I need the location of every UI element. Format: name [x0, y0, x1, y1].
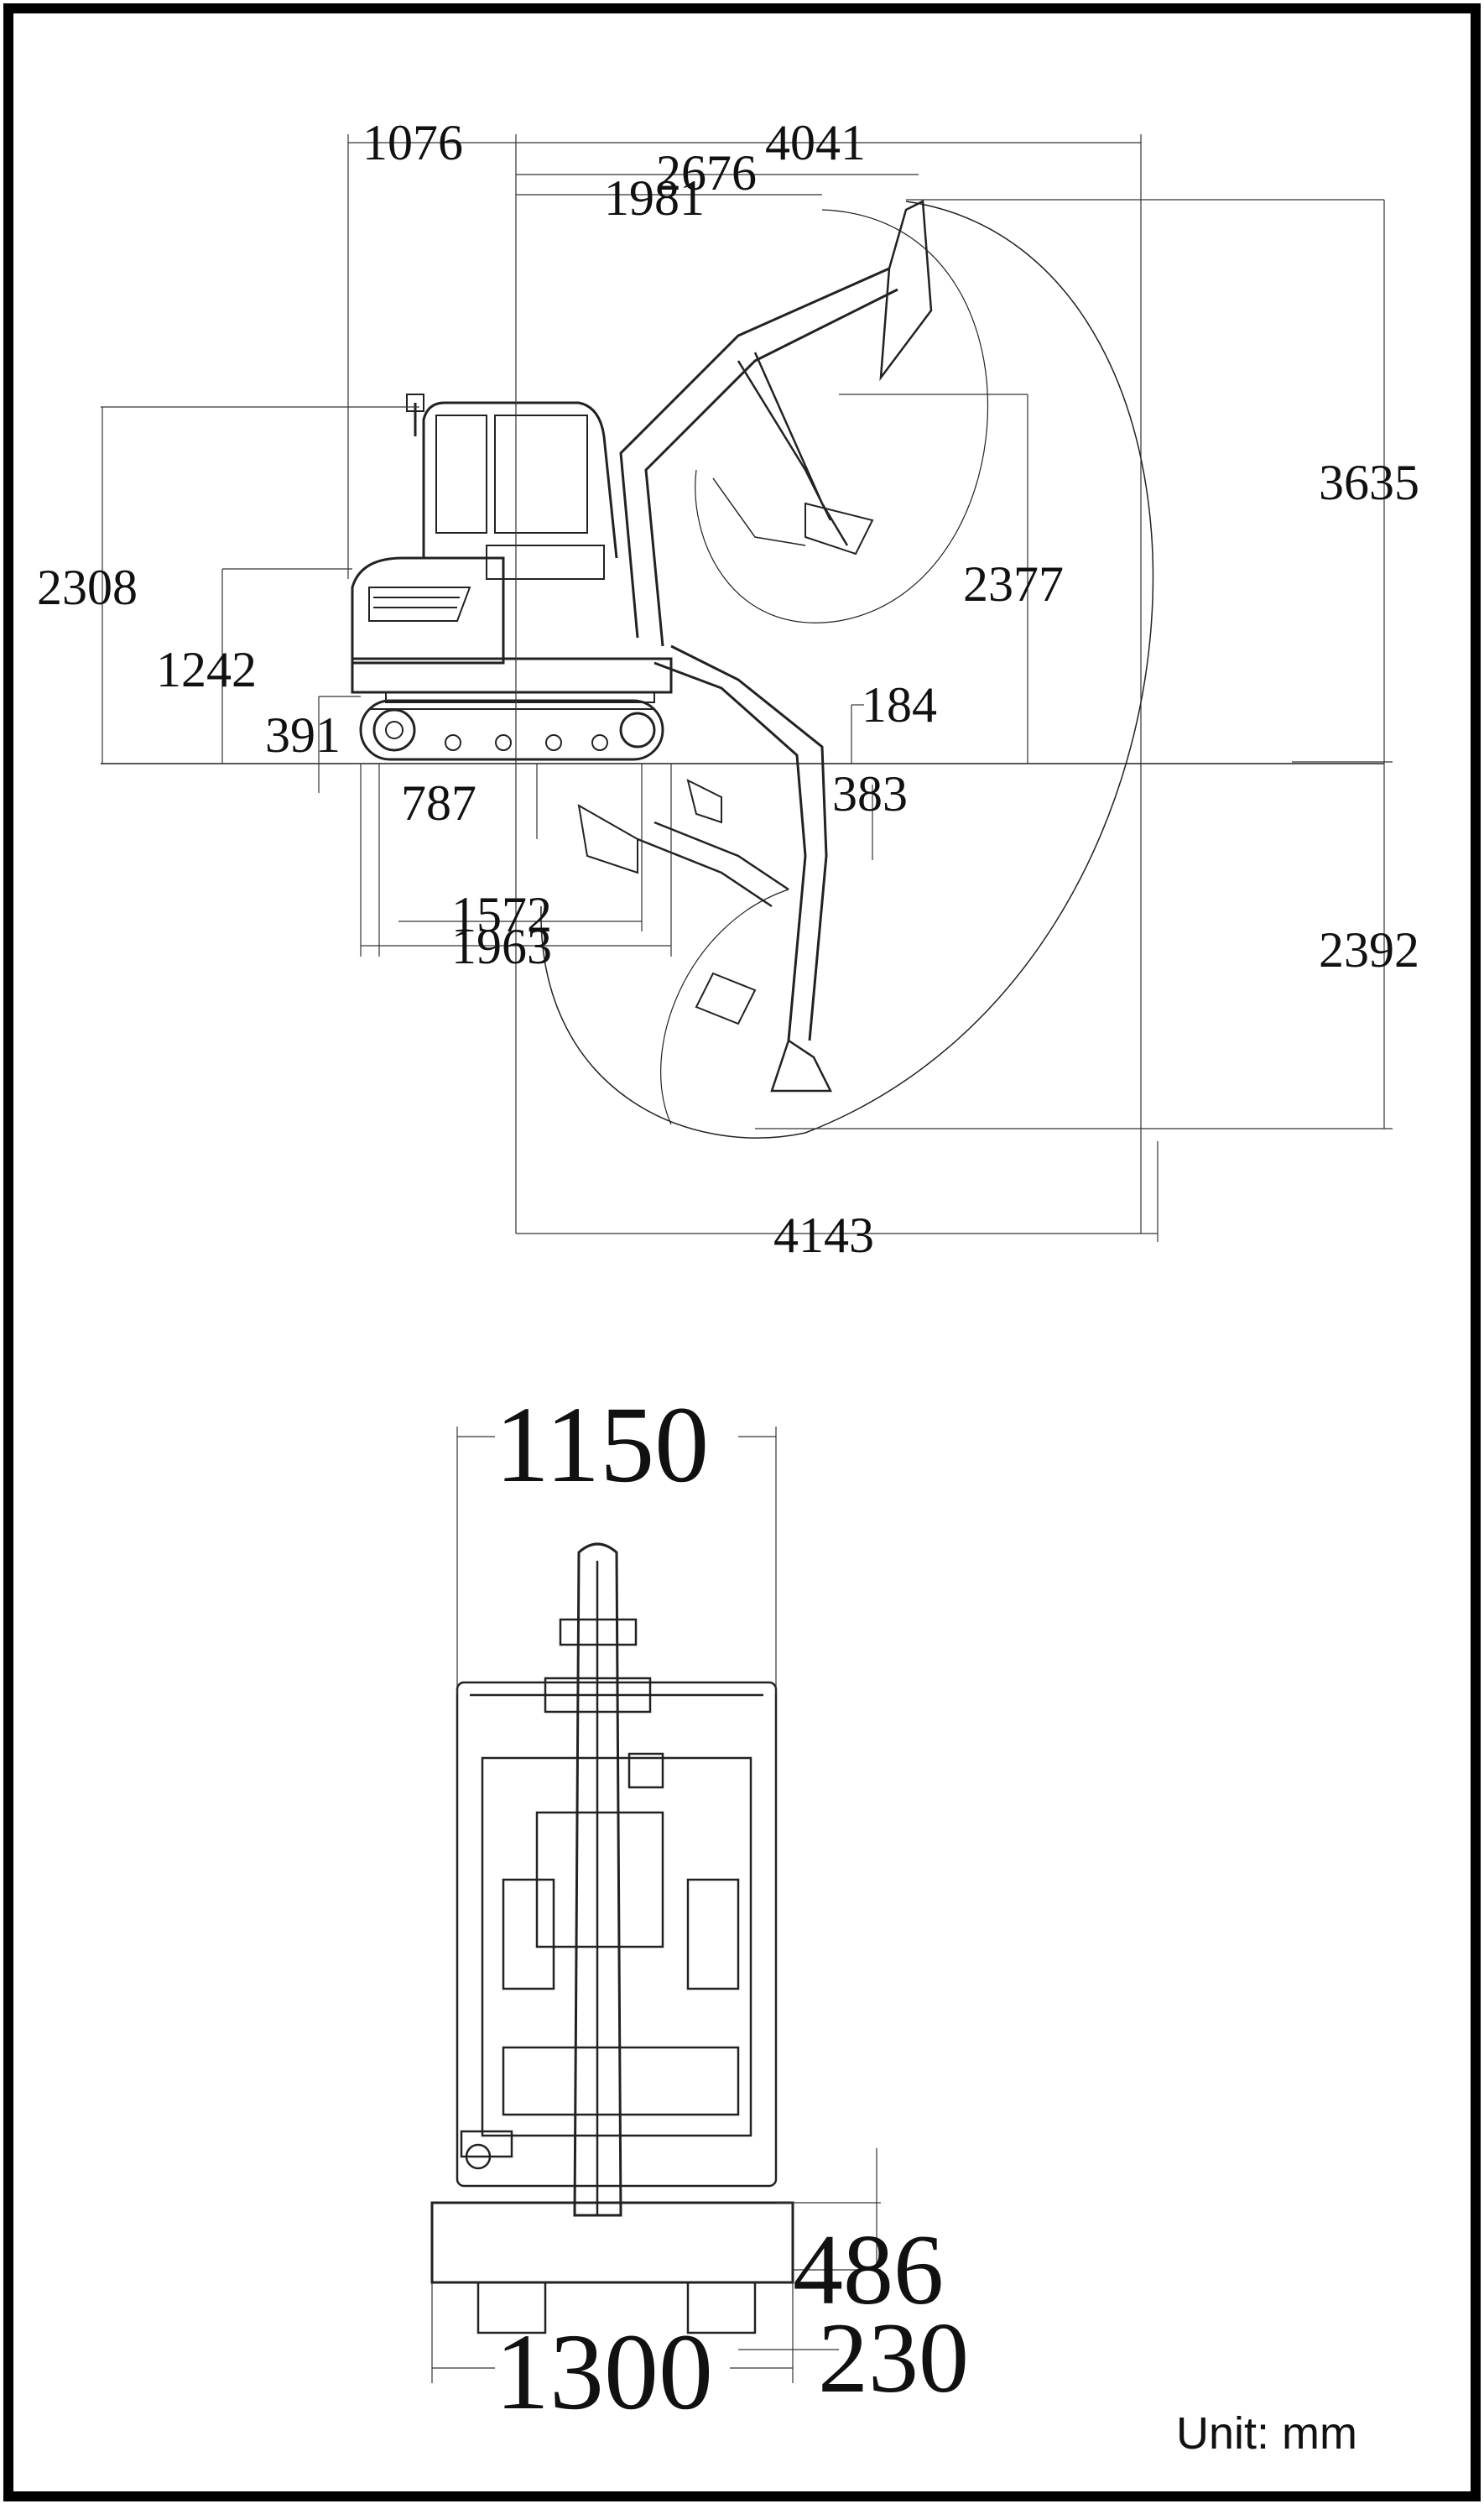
arm-lowered — [637, 837, 773, 908]
dim-1242: 1242 — [156, 642, 257, 697]
cab-window-right — [494, 415, 588, 534]
dim-2308: 2308 — [37, 560, 138, 615]
cab-front-window — [481, 1756, 752, 2137]
unit-note: Unit: mm — [1176, 2408, 1357, 2459]
dim-1300: 1300 — [495, 2312, 713, 2433]
engine-hood — [351, 556, 505, 665]
boom-lowered — [653, 661, 807, 1041]
front-view-dimension-labels: 1150 486 1300 230 — [495, 1385, 969, 2433]
track-outline — [359, 699, 664, 761]
side-view-dimensions — [101, 134, 1393, 1242]
dim-4041: 4041 — [765, 115, 866, 170]
dim-1150: 1150 — [495, 1385, 709, 1505]
dim-391: 391 — [265, 707, 341, 763]
dim-2377: 2377 — [963, 556, 1064, 612]
dim-1981: 1981 — [604, 170, 705, 226]
arm-raised — [737, 360, 832, 521]
dim-2676: 2676 — [656, 145, 757, 201]
page-border — [3, 3, 1481, 2501]
bucket-lowered — [770, 1039, 833, 1093]
cab-window-left — [435, 415, 487, 534]
dim-383: 383 — [832, 766, 908, 822]
right-joystick — [686, 1878, 740, 1990]
front-view — [430, 1542, 794, 2334]
dim-1963: 1963 — [451, 919, 552, 974]
cab-frame — [422, 401, 618, 559]
inner-envelope-arc — [695, 209, 988, 623]
side-view — [101, 200, 1384, 1139]
bucket-raised — [879, 200, 933, 382]
boom-raised — [619, 267, 890, 639]
bucket-mid — [804, 502, 874, 556]
sprocket — [619, 712, 656, 749]
left-joystick — [502, 1878, 555, 1990]
dim-230: 230 — [818, 2302, 969, 2413]
dim-1572: 1572 — [451, 887, 552, 942]
dim-4143: 4143 — [773, 1208, 874, 1263]
dim-486: 486 — [793, 2214, 944, 2325]
dim-2392: 2392 — [1319, 922, 1419, 978]
dim-184: 184 — [862, 677, 937, 733]
dim-1076: 1076 — [362, 115, 463, 170]
dim-787: 787 — [401, 775, 476, 831]
front-view-dimensions — [431, 1427, 881, 2383]
side-view-dimension-labels: 1076 4041 2676 1981 3635 2308 2377 1242 … — [37, 115, 1419, 1263]
idler-wheel — [372, 708, 416, 752]
reach-envelope-arc — [540, 201, 1154, 1139]
lower-envelope-arc — [660, 889, 789, 1125]
blade-front — [430, 2201, 794, 2284]
hood-grille — [368, 587, 471, 622]
boom-front — [573, 1542, 622, 2217]
dim-3635: 3635 — [1319, 455, 1419, 510]
beacon — [627, 1752, 664, 1789]
